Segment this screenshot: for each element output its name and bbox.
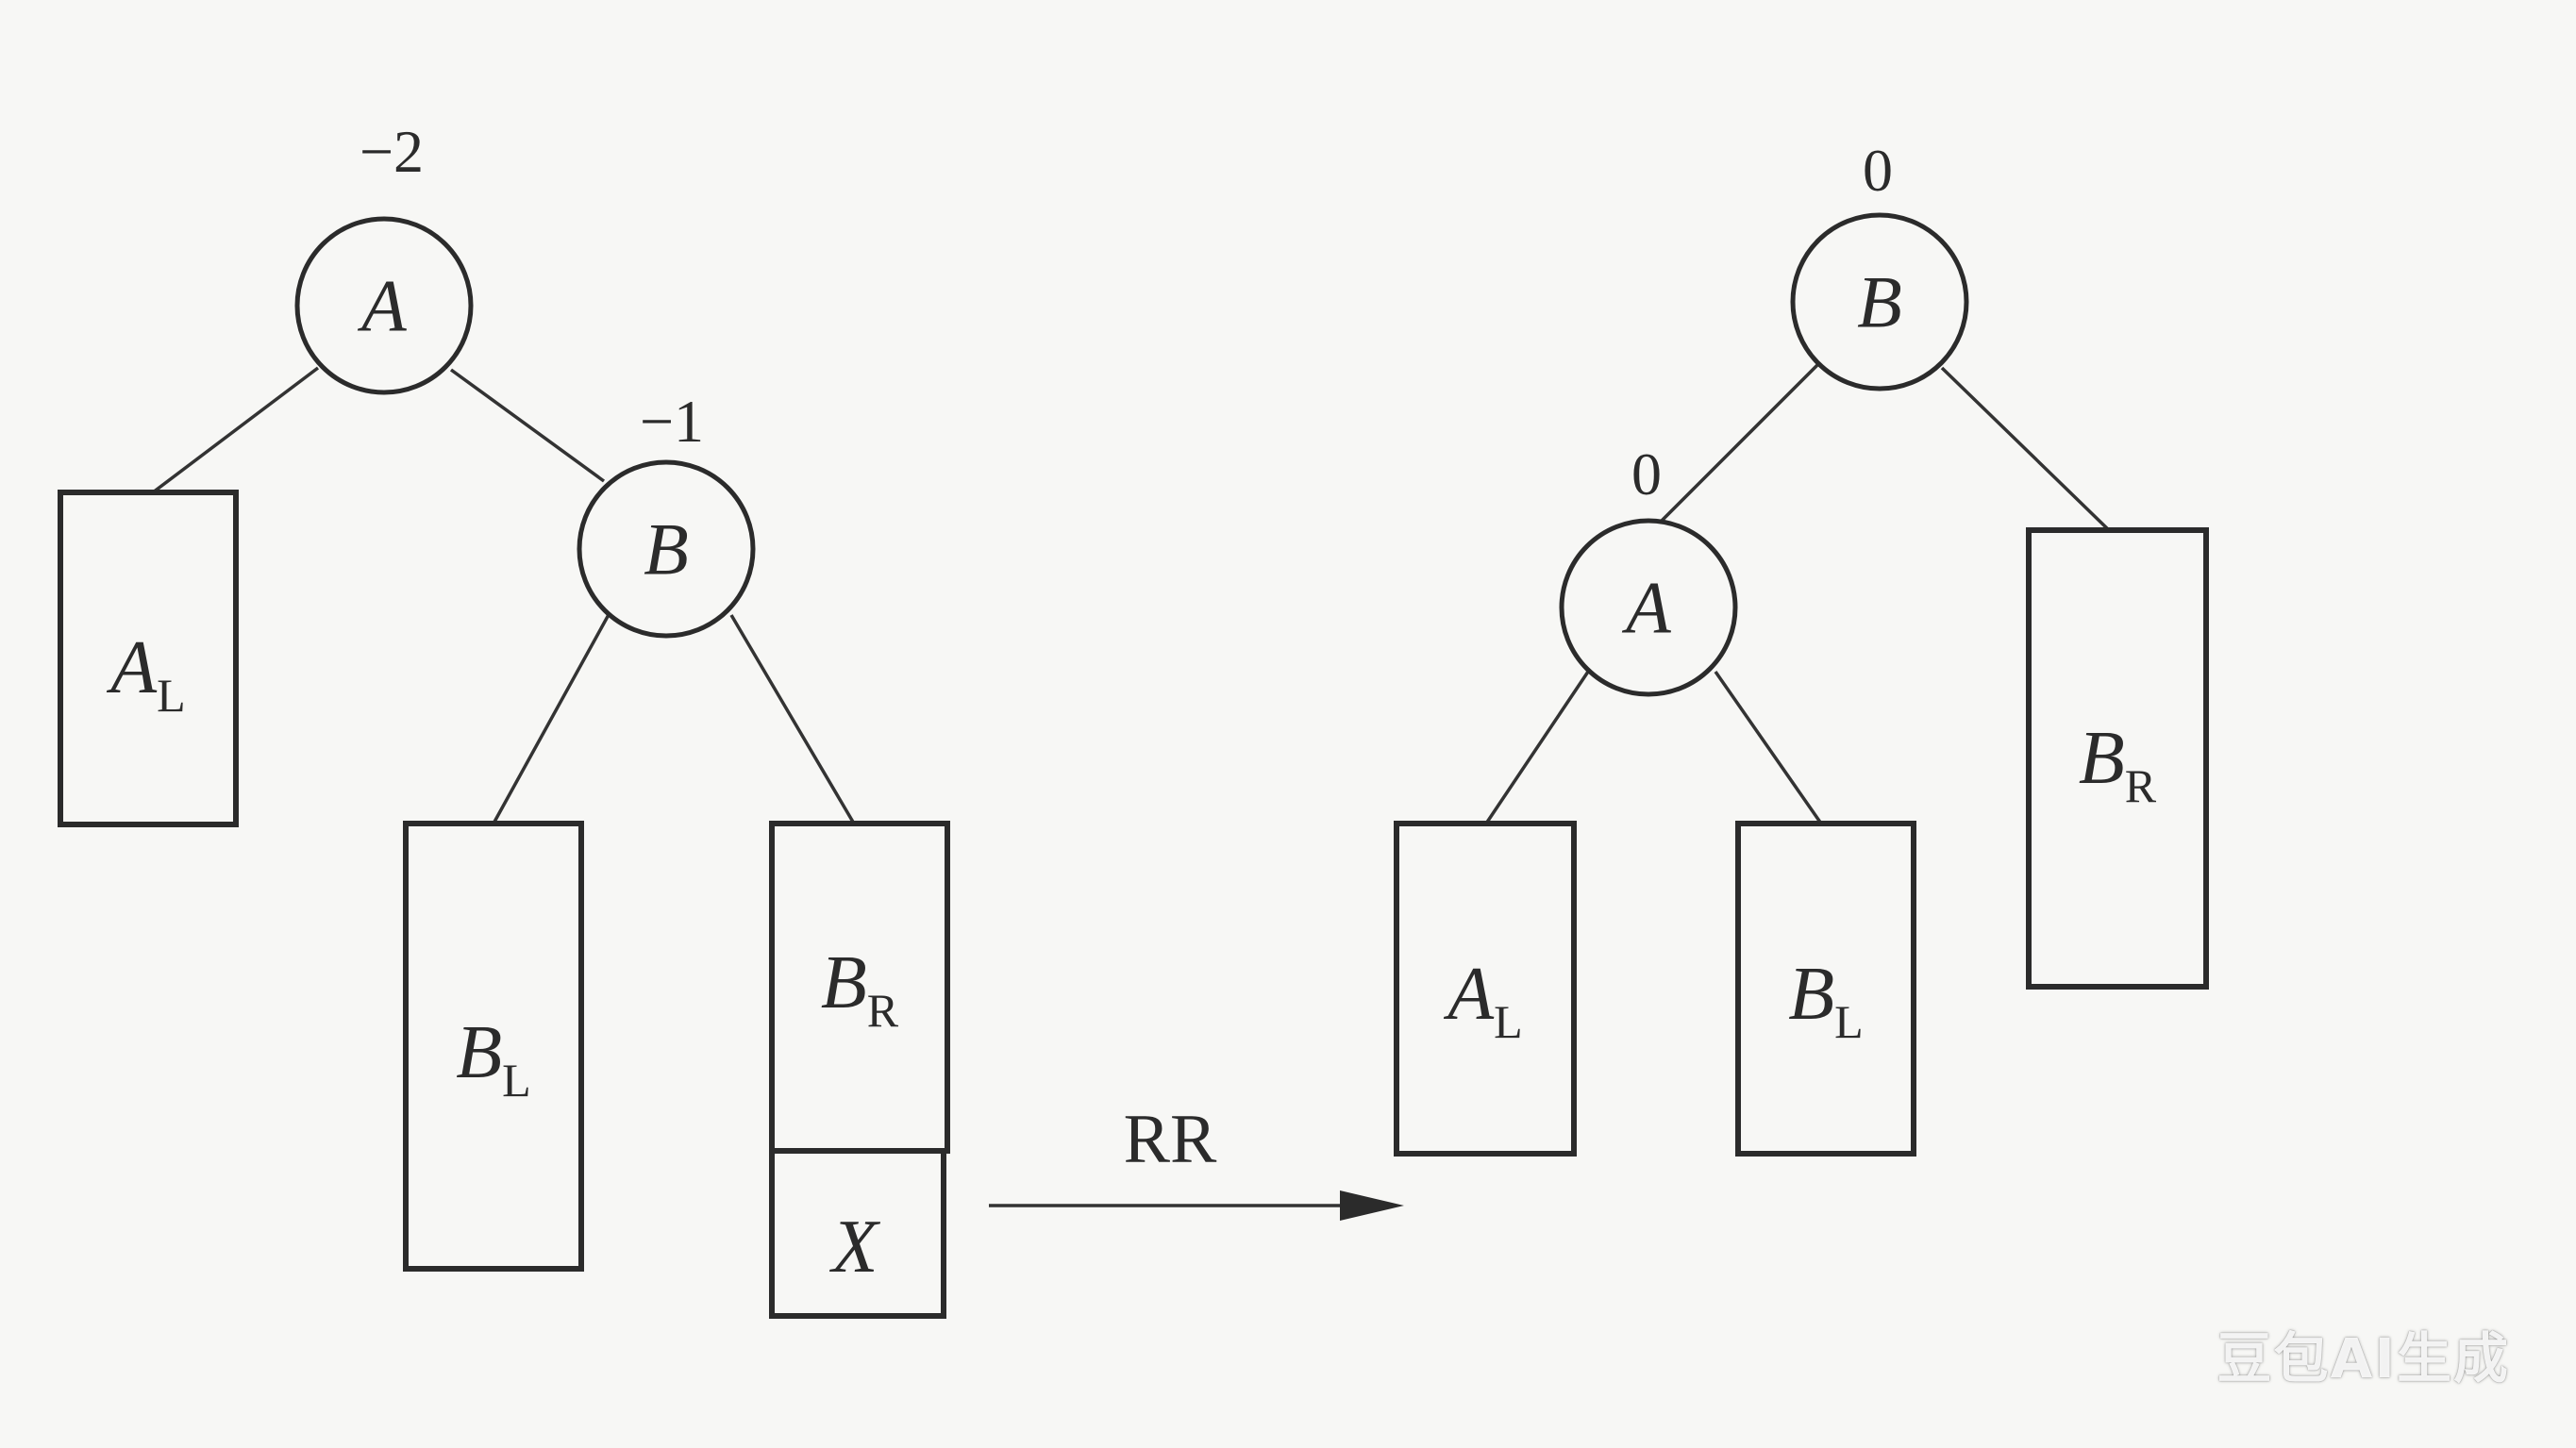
before-subtree-br-main: B xyxy=(821,941,867,1024)
edge-a-to-al-after xyxy=(1484,671,1590,824)
before-tree: A −2 B −1 AL BL BR xyxy=(58,118,950,1319)
after-subtree-al-sub: L xyxy=(1494,995,1523,1048)
before-node-a-balance: −2 xyxy=(360,118,424,185)
edge-a-to-al xyxy=(151,366,320,494)
svg-text:AL: AL xyxy=(1443,953,1522,1048)
svg-text:BR: BR xyxy=(2079,717,2157,812)
after-subtree-al: AL xyxy=(1394,821,1577,1157)
svg-text:BL: BL xyxy=(456,1011,530,1107)
after-node-b: B 0 xyxy=(1790,137,1969,391)
before-subtree-al: AL xyxy=(58,490,239,827)
after-node-a-label: A xyxy=(1621,567,1671,649)
svg-text:BL: BL xyxy=(1788,953,1863,1048)
edge-b-to-br-after xyxy=(1940,366,2111,532)
after-subtree-br-main: B xyxy=(2079,717,2125,800)
before-subtree-bl: BL xyxy=(403,821,584,1272)
edge-b-to-bl xyxy=(492,610,612,824)
svg-text:BR: BR xyxy=(821,941,899,1037)
after-subtree-bl-sub: L xyxy=(1834,995,1864,1048)
edge-a-to-bl-after xyxy=(1714,671,1823,824)
before-subtree-br: BR xyxy=(769,821,950,1154)
rotation-arrow-head xyxy=(1340,1190,1404,1221)
svg-text:AL: AL xyxy=(106,626,185,722)
before-subtree-bl-main: B xyxy=(456,1011,502,1094)
after-subtree-bl-main: B xyxy=(1788,953,1834,1036)
rotation-label: RR xyxy=(1124,1101,1217,1178)
after-node-b-label: B xyxy=(1857,261,1902,343)
before-node-b-label: B xyxy=(644,508,689,591)
rotation-arrow: RR xyxy=(989,1101,1404,1221)
after-subtree-br-sub: R xyxy=(2125,759,2157,812)
before-node-b: B −1 xyxy=(577,388,756,639)
after-node-b-balance: 0 xyxy=(1863,137,1893,204)
after-node-a-balance: 0 xyxy=(1631,441,1662,508)
before-subtree-x: X xyxy=(769,1148,946,1319)
before-subtree-x-label: X xyxy=(829,1206,881,1289)
before-subtree-br-sub: R xyxy=(867,984,899,1037)
edge-b-to-a xyxy=(1654,361,1821,528)
edge-b-to-br xyxy=(729,614,856,824)
before-subtree-bl-sub: L xyxy=(502,1054,531,1107)
before-subtree-al-sub: L xyxy=(157,669,186,722)
after-tree: B 0 A 0 AL BL BR xyxy=(1394,137,2209,1157)
after-subtree-bl: BL xyxy=(1735,821,1916,1157)
after-subtree-br: BR xyxy=(2026,527,2209,990)
after-node-a: A 0 xyxy=(1559,441,1738,697)
before-node-a: A −2 xyxy=(294,118,474,395)
edge-a-to-b xyxy=(449,368,606,483)
after-subtree-al-main: A xyxy=(1443,953,1495,1036)
watermark: 豆包AI生成 xyxy=(2216,1326,2510,1390)
before-subtree-al-main: A xyxy=(106,626,158,709)
before-node-b-balance: −1 xyxy=(640,388,704,455)
before-node-a-label: A xyxy=(357,265,407,347)
